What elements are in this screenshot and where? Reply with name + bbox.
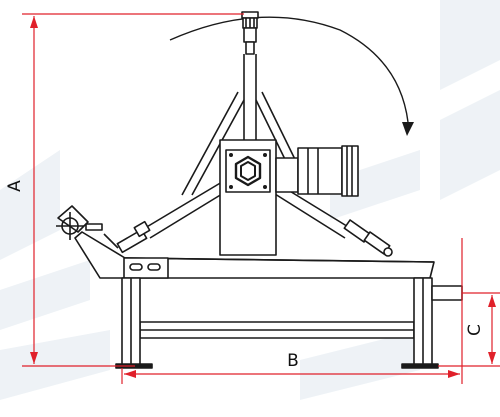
slot-plate: [123, 257, 169, 279]
top-hitch: [241, 11, 259, 55]
rotation-arrow-head: [402, 122, 414, 136]
rotation-arrow: [169, 16, 409, 123]
machine-outline: [56, 11, 463, 369]
left-link-pin: [103, 220, 151, 254]
background-watermark: [0, 0, 500, 400]
dimension-label-a: A: [5, 180, 25, 192]
right-link-pin: [343, 219, 393, 257]
dimension-lines: [22, 13, 500, 384]
gearbox-flange: [225, 149, 271, 193]
dimension-label-c: C: [465, 324, 485, 336]
side-shaft: [431, 285, 463, 301]
hydraulic-motor: [275, 145, 359, 197]
hitch-crosshair: [56, 205, 103, 240]
dimension-label-b: B: [287, 351, 299, 371]
